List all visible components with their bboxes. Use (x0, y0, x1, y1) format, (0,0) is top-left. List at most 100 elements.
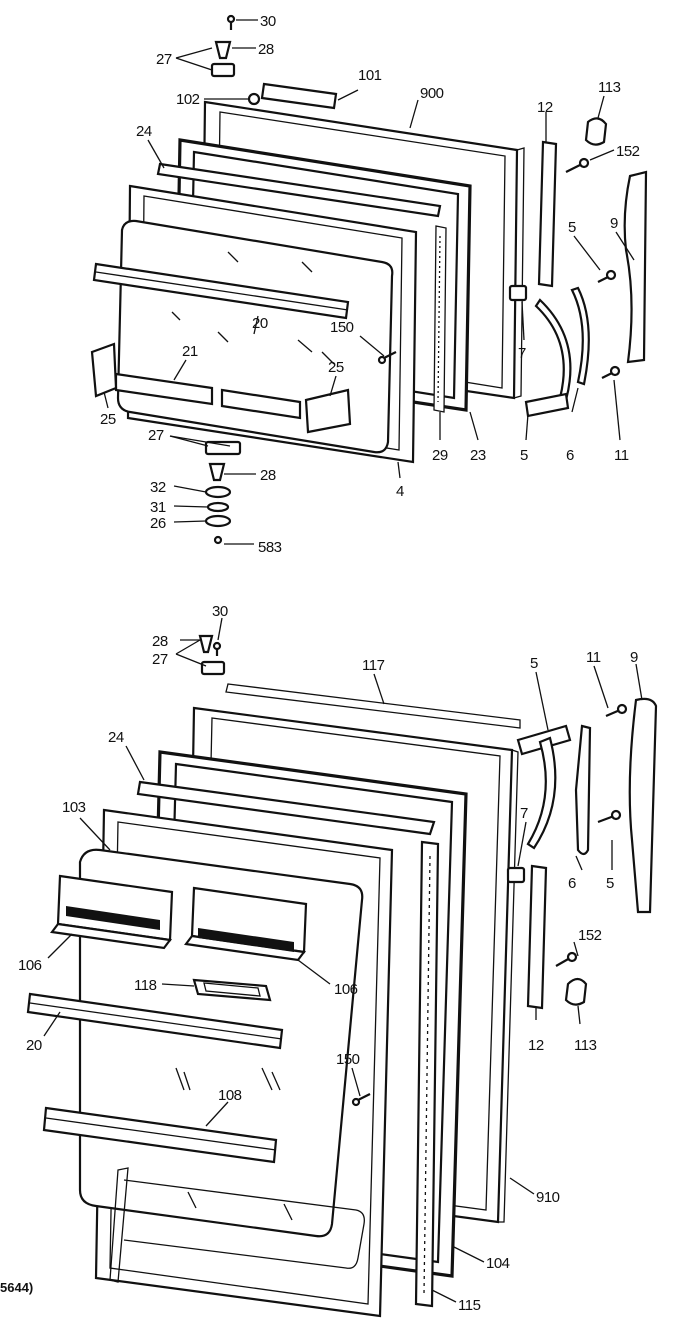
callout-label: 25 (328, 359, 344, 376)
door-stop-113 (584, 117, 608, 146)
callout-label: 117 (362, 657, 385, 674)
callout-label: 103 (62, 799, 86, 816)
callout-label: 106 (334, 981, 358, 998)
screw-5 (597, 269, 617, 283)
callout-label: 11 (614, 447, 629, 464)
shelf-front-rails (114, 372, 302, 420)
callout-label: 7 (518, 345, 526, 362)
callout-label: 21 (182, 343, 198, 360)
shelf-bracket-right (304, 388, 352, 434)
callout-label: 4 (396, 483, 404, 500)
lower-leader-lines (43, 617, 643, 1303)
door-handle (516, 724, 572, 850)
screw-102 (247, 92, 261, 106)
hinge-bar (526, 864, 548, 1010)
callout-label: 9 (630, 649, 638, 666)
screw-11 (605, 703, 628, 718)
screw-152 (555, 951, 578, 967)
hinge-bracket-7 (506, 866, 526, 884)
callout-label: 30 (212, 603, 228, 620)
callout-label: 106 (18, 957, 42, 974)
callout-label: 115 (458, 1297, 481, 1314)
upper-callouts: 30 28 27 101 102 900 24 12 113 152 5 9 7… (100, 13, 640, 556)
callout-label: 31 (150, 499, 166, 516)
door-shelf-bar (92, 262, 350, 320)
lower-door-assembly: 30 28 27 117 5 11 9 24 103 7 6 5 152 106… (18, 603, 658, 1318)
callout-label: 27 (148, 427, 164, 444)
callout-label: 101 (358, 67, 382, 84)
callout-label: 7 (520, 805, 528, 822)
lower-callouts: 30 28 27 117 5 11 9 24 103 7 6 5 152 106… (18, 603, 639, 1314)
callout-label: 30 (260, 13, 276, 30)
callout-label: 11 (586, 649, 601, 666)
callout-label: 152 (578, 927, 602, 944)
callout-label: 5 (530, 655, 538, 672)
upper-leader-lines (103, 19, 635, 545)
callout-label: 26 (150, 515, 166, 532)
callout-label: 29 (432, 447, 448, 464)
callout-label: 900 (420, 85, 444, 102)
callout-label: 28 (260, 467, 276, 484)
handle-insert-strip (623, 170, 648, 364)
callout-label: 113 (574, 1037, 597, 1054)
top-trim-strip (225, 683, 521, 729)
screw-5 (597, 809, 622, 824)
callout-label: 12 (537, 99, 553, 116)
callout-label: 5 (606, 875, 614, 892)
callout-label: 6 (566, 447, 574, 464)
callout-label: 5 (568, 219, 576, 236)
callout-label: 583 (258, 539, 282, 556)
dike-strip (433, 225, 447, 413)
door-shelf-108 (42, 1106, 278, 1164)
callout-label: 113 (598, 79, 621, 96)
handle-trim (570, 286, 590, 386)
screw-150 (351, 1093, 371, 1107)
door-stop-113 (564, 977, 588, 1006)
hinge-bracket-7 (508, 284, 528, 302)
callout-label: 27 (152, 651, 168, 668)
breaker-trim-strip (156, 162, 442, 218)
callout-label: 25 (100, 411, 116, 428)
screw-11 (601, 365, 621, 379)
door-bin-left (50, 874, 174, 950)
callout-label: 102 (176, 91, 200, 108)
callout-label: 152 (616, 143, 640, 160)
callout-label: 118 (134, 977, 157, 994)
bottom-hinge-stack (204, 440, 242, 545)
door-bin-right (184, 886, 308, 962)
diagram-reference-note: 5644) (0, 1280, 33, 1295)
callout-label: 6 (568, 875, 576, 892)
callout-label: 28 (152, 633, 168, 650)
callout-label: 24 (136, 123, 152, 140)
callout-label: 27 (156, 51, 172, 68)
shelf-bracket-left (90, 342, 118, 398)
door-shelf-bar (26, 992, 284, 1050)
callout-label: 9 (610, 215, 618, 232)
dike-strip (414, 840, 440, 1308)
top-hinge-parts (210, 14, 236, 78)
screw-150 (377, 351, 397, 365)
handle-insert-strip (628, 697, 658, 914)
callout-label: 23 (470, 447, 486, 464)
callout-label: 20 (26, 1037, 42, 1054)
screw-152 (565, 157, 590, 173)
callout-label: 28 (258, 41, 274, 58)
hinge-bar (537, 140, 558, 288)
callout-label: 32 (150, 479, 166, 496)
callout-label: 108 (218, 1087, 242, 1104)
callout-label: 24 (108, 729, 124, 746)
breaker-trim-strip (136, 780, 436, 836)
butter-tray (192, 978, 272, 1002)
handle-cap-101 (260, 82, 338, 110)
callout-label: 150 (336, 1051, 360, 1068)
callout-label: 910 (536, 1189, 560, 1206)
handle-trim (574, 724, 592, 856)
upper-door-assembly: 30 28 27 101 102 900 24 12 113 152 5 9 7… (90, 13, 648, 556)
door-handle (524, 298, 572, 418)
callout-label: 150 (330, 319, 354, 336)
top-hinge-parts (198, 634, 226, 676)
callout-label: 5 (520, 447, 528, 464)
callout-label: 104 (486, 1255, 510, 1272)
callout-label: 12 (528, 1037, 544, 1054)
